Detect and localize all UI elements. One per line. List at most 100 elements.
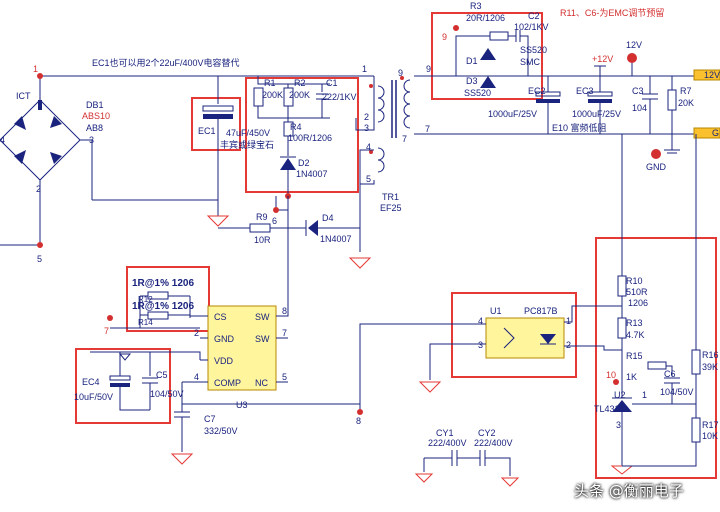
bridge-rectifier bbox=[0, 99, 81, 181]
svg-text:4: 4 bbox=[478, 316, 483, 326]
svg-text:C1: C1 bbox=[326, 78, 338, 88]
svg-text:C6: C6 bbox=[664, 369, 676, 379]
svg-text:EC2: EC2 bbox=[528, 86, 546, 96]
ict-label: ICT bbox=[16, 91, 31, 101]
svg-text:104/50V: 104/50V bbox=[150, 389, 184, 399]
highlight-snubber bbox=[245, 77, 359, 193]
svg-text:10K: 10K bbox=[702, 431, 718, 441]
svg-text:1N4007: 1N4007 bbox=[320, 234, 352, 244]
svg-text:9: 9 bbox=[398, 68, 403, 78]
svg-text:4: 4 bbox=[194, 372, 199, 382]
svg-text:5: 5 bbox=[37, 254, 42, 264]
svg-text:2: 2 bbox=[194, 328, 199, 338]
svg-text:200K: 200K bbox=[289, 90, 310, 100]
highlight-ec1 bbox=[191, 97, 241, 151]
svg-text:1: 1 bbox=[642, 390, 647, 400]
svg-text:1206: 1206 bbox=[628, 298, 648, 308]
svg-text:7: 7 bbox=[282, 328, 287, 338]
r14-value: 1R@1% 1206 bbox=[132, 301, 194, 312]
svg-text:C7: C7 bbox=[204, 414, 216, 424]
svg-text:20R/1206: 20R/1206 bbox=[466, 13, 505, 23]
ec1-brand: 丰宾或绿宝石 bbox=[220, 139, 274, 150]
svg-text:R9: R9 bbox=[256, 212, 268, 222]
svg-text:8: 8 bbox=[356, 416, 361, 426]
svg-text:510R: 510R bbox=[626, 287, 648, 297]
highlight-output-diodes bbox=[431, 12, 543, 100]
svg-text:R1: R1 bbox=[264, 78, 276, 88]
svg-text:D2: D2 bbox=[298, 158, 310, 168]
svg-text:EC3: EC3 bbox=[576, 86, 594, 96]
svg-text:4: 4 bbox=[0, 135, 5, 145]
svg-text:100R/1206: 100R/1206 bbox=[288, 133, 332, 143]
svg-text:222/1KV: 222/1KV bbox=[322, 92, 357, 102]
svg-text:R12: R12 bbox=[138, 295, 153, 304]
highlight-vdd-caps bbox=[75, 348, 171, 424]
svg-text:D3: D3 bbox=[466, 76, 478, 86]
svg-text:R3: R3 bbox=[470, 1, 482, 11]
svg-text:10R: 10R bbox=[254, 235, 271, 245]
svg-text:R16: R16 bbox=[702, 350, 719, 360]
svg-text:D4: D4 bbox=[322, 213, 334, 223]
svg-text:R15: R15 bbox=[626, 351, 643, 361]
node-1 bbox=[37, 73, 43, 79]
svg-text:3: 3 bbox=[89, 135, 94, 145]
svg-text:U2: U2 bbox=[614, 390, 626, 400]
svg-text:1K: 1K bbox=[626, 372, 637, 382]
watermark-text: 头条 @衡丽电子 bbox=[574, 482, 684, 500]
svg-text:2: 2 bbox=[36, 184, 41, 194]
svg-text:8: 8 bbox=[282, 306, 287, 316]
svg-text:10: 10 bbox=[606, 370, 616, 380]
svg-text:E10 富频低阻: E10 富频低阻 bbox=[552, 122, 607, 133]
svg-text:7: 7 bbox=[425, 124, 430, 134]
svg-text:12V: 12V bbox=[626, 40, 642, 50]
svg-text:4.7K: 4.7K bbox=[626, 330, 645, 340]
svg-text:R10: R10 bbox=[626, 276, 643, 286]
svg-text:R17: R17 bbox=[702, 420, 719, 430]
svg-text:G: G bbox=[712, 128, 719, 138]
svg-text:222/400V: 222/400V bbox=[474, 438, 513, 448]
svg-text:3: 3 bbox=[616, 420, 621, 430]
svg-text:U1: U1 bbox=[490, 306, 502, 316]
svg-text:TR1: TR1 bbox=[382, 192, 399, 202]
svg-text:104/50V: 104/50V bbox=[660, 387, 694, 397]
svg-text:R7: R7 bbox=[680, 86, 692, 96]
svg-text:3: 3 bbox=[364, 123, 369, 133]
svg-text:39K: 39K bbox=[702, 362, 718, 372]
svg-text:9: 9 bbox=[442, 32, 447, 42]
svg-text:6: 6 bbox=[272, 216, 277, 226]
highlight-current-sense bbox=[126, 266, 210, 332]
svg-text:R4: R4 bbox=[290, 122, 302, 132]
svg-text:332/50V: 332/50V bbox=[204, 426, 238, 436]
svg-text:104: 104 bbox=[632, 103, 647, 113]
emc-note: R11、C6-为EMC调节预留 bbox=[560, 7, 664, 18]
svg-text:SS520: SS520 bbox=[520, 45, 547, 55]
svg-text:C2: C2 bbox=[528, 11, 540, 21]
svg-text:12V: 12V bbox=[704, 70, 720, 80]
svg-text:+12V: +12V bbox=[592, 54, 613, 64]
svg-text:R14: R14 bbox=[138, 318, 153, 327]
svg-text:9: 9 bbox=[426, 64, 431, 74]
svg-text:SW: SW bbox=[255, 312, 270, 322]
svg-text:1: 1 bbox=[566, 316, 571, 326]
svg-text:20K: 20K bbox=[678, 98, 694, 108]
svg-text:EC4: EC4 bbox=[82, 377, 100, 387]
svg-text:7: 7 bbox=[104, 326, 109, 336]
svg-text:5: 5 bbox=[366, 174, 371, 184]
svg-text:2: 2 bbox=[566, 340, 571, 350]
svg-text:SS520: SS520 bbox=[464, 88, 491, 98]
db1-alt: AB8 bbox=[86, 123, 103, 133]
svg-text:GND: GND bbox=[214, 334, 235, 344]
r12-value: 1R@1% 1206 bbox=[132, 278, 194, 289]
svg-text:D1: D1 bbox=[466, 56, 478, 66]
ec1-value: 47uF/450V bbox=[226, 128, 270, 138]
svg-text:C5: C5 bbox=[156, 370, 168, 380]
svg-text:SMC: SMC bbox=[520, 57, 541, 67]
svg-text:EF25: EF25 bbox=[380, 203, 402, 213]
svg-text:4: 4 bbox=[366, 142, 371, 152]
svg-text:R13: R13 bbox=[626, 318, 643, 328]
svg-text:CY2: CY2 bbox=[478, 428, 496, 438]
svg-text:VDD: VDD bbox=[214, 356, 234, 366]
svg-text:10uF/50V: 10uF/50V bbox=[74, 392, 113, 402]
